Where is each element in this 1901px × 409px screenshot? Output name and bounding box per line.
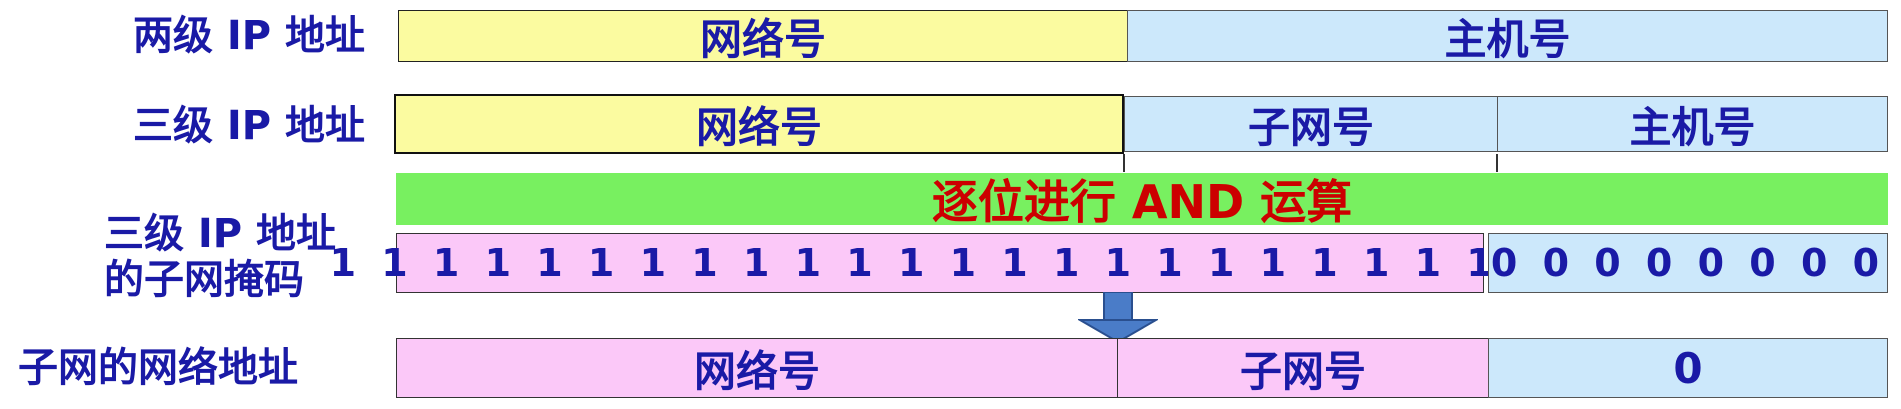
label-subnet-mask-line2: 的子网掩码 xyxy=(104,257,304,303)
label-two-level-ip: 两级 IP 地址 xyxy=(132,13,365,59)
two-level-network-field: 网络号 xyxy=(398,10,1128,64)
and-operation-bar: 逐位进行 AND 运算 xyxy=(396,173,1888,229)
label-subnet-mask-line1: 三级 IP 地址 xyxy=(104,211,337,257)
subnet-address-subnet-field: 子网号 xyxy=(1117,338,1489,398)
three-level-host-field: 主机号 xyxy=(1497,96,1888,152)
subnet-mask-zeros-field: 0 0 0 0 0 0 0 0 xyxy=(1488,233,1888,293)
subnet-address-network-field: 网络号 xyxy=(396,338,1118,398)
three-level-network-field: 网络号 xyxy=(394,94,1124,154)
divider-tick-subnet-host xyxy=(1496,154,1498,172)
divider-tick-network-subnet xyxy=(1123,154,1125,172)
two-level-host-field: 主机号 xyxy=(1127,10,1888,64)
label-subnet-network-address: 子网的网络地址 xyxy=(18,345,298,391)
label-three-level-ip: 三级 IP 地址 xyxy=(132,103,365,149)
subnet-address-host-field: 0 xyxy=(1488,338,1888,398)
three-level-subnet-field: 子网号 xyxy=(1124,96,1498,152)
subnet-mask-ones-field: 1 1 1 1 1 1 1 1 1 1 1 1 1 1 1 1 1 1 1 1 … xyxy=(330,233,1544,293)
down-arrow-icon xyxy=(1078,292,1158,344)
